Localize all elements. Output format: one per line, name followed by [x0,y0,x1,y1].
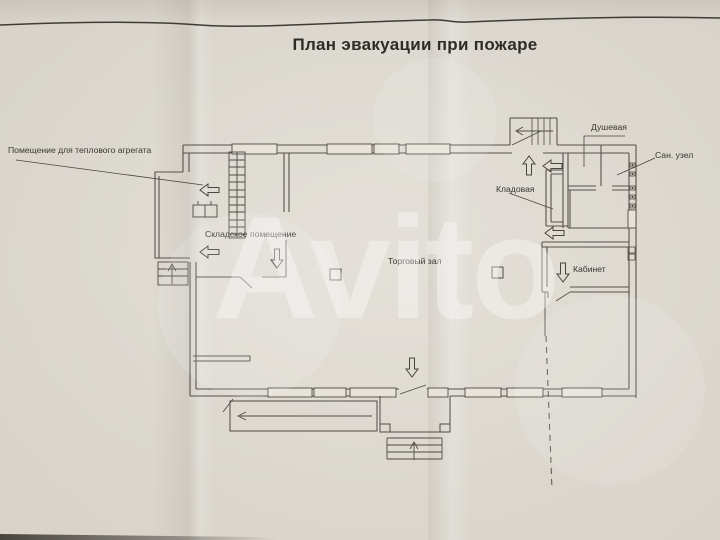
window [373,143,400,155]
arrow-down-sales-hall [405,357,419,378]
boundary-dashed-line [545,335,553,490]
column [329,268,342,281]
watermark-circle [373,58,497,182]
column [491,266,504,279]
room-label-shower: Душевая [591,122,627,132]
photo-dark-edge-bottom [0,534,300,540]
leader-heat-unit [15,159,204,186]
window [326,143,373,155]
room-label-sales-hall: Торговый зал [388,256,442,266]
arrow-down-storage [270,248,284,269]
window [561,387,603,398]
photo-top-shadow [0,0,720,24]
top-staircase [509,117,558,146]
room-label-office: Кабинет [573,264,606,274]
leader-shower [583,135,625,167]
watermark-text: Avito [213,186,558,349]
entrance-porch [379,384,451,460]
arrow-left-top-corridor [542,159,563,173]
fixture-two-cell-box [192,201,218,218]
paper-crease-right [428,0,472,540]
window [627,209,637,229]
room-label-san-unit: Сан. узел [655,150,693,160]
flue-hatch-strip [228,151,246,239]
arrow-down-office [556,262,570,283]
evacuation-arrows [199,155,570,378]
window [313,387,347,398]
window [267,387,313,398]
watermark-circle [158,213,342,397]
watermark-circle [515,295,705,485]
arrow-left-heat-room [199,183,220,197]
room-label-pantry: Кладовая [496,184,535,194]
window [349,387,397,398]
room-label-storage: Складское помещение [205,229,296,239]
arrow-left-storage [199,245,220,259]
window [231,143,278,155]
room-labels: Помещение для теплового агрегата Складск… [8,122,693,274]
window [464,387,502,398]
arrow-up-top-corridor [522,155,536,176]
leader-san-unit [616,157,656,176]
window [427,387,449,398]
left-staircase [157,261,189,286]
wall-vent-marks [627,162,636,261]
columns [329,266,504,281]
arrow-left-right-corridor [544,226,565,240]
plan-title: План эвакуации при пожаре [292,35,537,54]
label-leader-lines [15,135,656,210]
leader-pantry [508,192,554,210]
window [405,143,451,155]
windows [231,143,637,398]
exit-ramp [222,398,378,432]
paper-top-edge-line [0,16,720,27]
window [506,387,544,398]
paper-crease-left [152,0,214,540]
room-label-heat-unit: Помещение для теплового агрегата [8,145,152,155]
avito-watermark: Avito [158,58,705,485]
